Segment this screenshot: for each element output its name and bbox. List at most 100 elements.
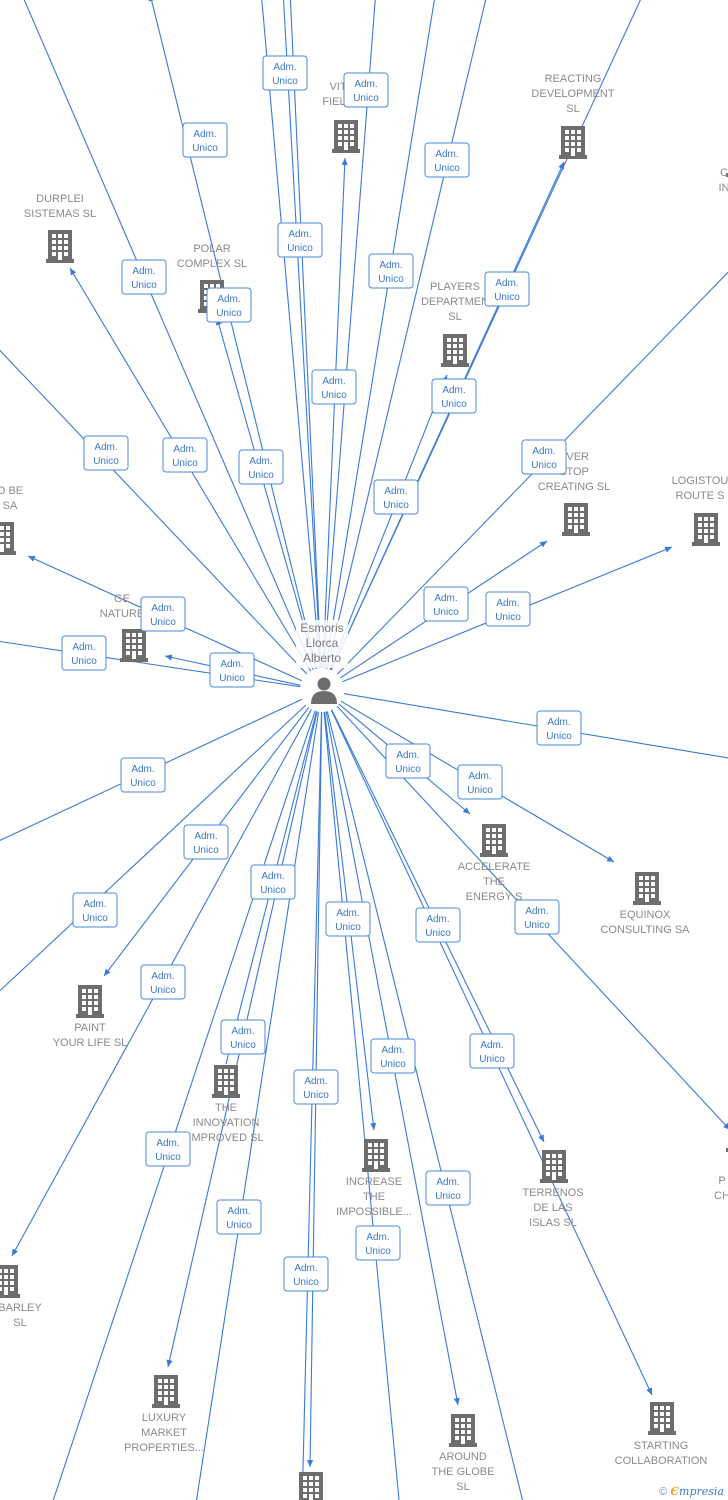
company-name-line: ENERGY S [466, 891, 523, 903]
edge-label-adm-unico[interactable]: Adm. Unico [183, 824, 229, 860]
building-icon [648, 1402, 676, 1435]
edge-label-adm-unico[interactable]: Adm.Unico [162, 437, 208, 473]
edge-label-adm-unico[interactable]: Adm.Unico [250, 864, 296, 900]
edge-label-type: Unico [216, 308, 242, 319]
edge-label-adm-unico[interactable]: Adm.Unico [120, 757, 166, 793]
company-name-line: THE [215, 1102, 237, 1114]
building-icon [540, 1150, 568, 1183]
edge-label-adm-unico[interactable]: Adm.Unico [325, 901, 371, 937]
edge-label-role: Adm. [194, 831, 217, 842]
edge-line-20 [0, 640, 301, 688]
building-icon [441, 334, 469, 367]
company-name-line: IN [719, 182, 728, 194]
edge-label-adm-unico[interactable]: Adm.Unico [469, 1033, 515, 1069]
edge-label-adm-unico[interactable]: Adm. Unico [140, 964, 186, 1000]
company-name-line: CREATING SL [538, 481, 611, 493]
edge-label-adm-unico[interactable]: Adm.Unico [293, 1069, 339, 1105]
edge-label-adm-unico[interactable]: Adm.Unico [121, 259, 167, 295]
edge-label-adm-unico[interactable]: Adm.Unico [425, 1170, 471, 1206]
edge-label-adm-unico[interactable]: Adm.Unico [370, 1038, 416, 1074]
edge-line-41 [301, 711, 323, 1500]
edge-label-adm-unico[interactable]: Adm.Unico [368, 253, 414, 289]
edge-label-adm-unico[interactable]: Adm.Unico [457, 764, 503, 800]
edge-label-adm-unico[interactable]: Adm.Unico [431, 378, 477, 414]
edge-label-adm-unico[interactable]: Adm.Unico [277, 222, 323, 258]
company-node-bottom-center[interactable] [297, 1472, 325, 1500]
edge-label-adm-unico[interactable]: Adm.Unico [72, 892, 118, 928]
edge-label-adm-unico[interactable]: Adm.Unico [521, 439, 567, 475]
edge-label-role: Adm. [532, 446, 555, 457]
edge-label-adm-unico[interactable]: Adm.Unico [209, 652, 255, 688]
edge-label-adm-unico[interactable]: Adm.Unico [355, 1225, 401, 1261]
company-node-increase[interactable]: INCREASETHEIMPOSSIBLE... [336, 1139, 412, 1218]
edge-label-adm-unico[interactable]: Adm.Unico [484, 271, 530, 307]
company-node-right-p[interactable]: PCH [714, 1119, 728, 1202]
edge-label-adm-unico[interactable]: Adm. Unico [415, 907, 461, 943]
edge-label-adm-unico[interactable]: Adm.Unico [283, 1256, 329, 1292]
edge-label-adm-unico[interactable]: Adm.Unico [311, 369, 357, 405]
company-name-line: IMPROVED SL [188, 1132, 263, 1144]
building-icon [0, 1265, 20, 1298]
edge-label-type: Unico [248, 470, 274, 481]
edge-label-adm-unico[interactable]: Adm.Unico [385, 743, 431, 779]
edge-label-adm-unico[interactable]: Adm.Unico [216, 1199, 262, 1235]
edge-label-type: Unico [193, 845, 219, 856]
edge-label-type: Unico [293, 1277, 319, 1288]
edge-line-37 [52, 710, 316, 1500]
edge-label-adm-unico[interactable]: Adm.Unico [83, 435, 129, 471]
edge-line-36 [326, 711, 524, 1500]
company-name-line: DEVELOPMENT [531, 88, 614, 100]
edge-label-type: Unico [150, 617, 176, 628]
edge-label-adm-unico[interactable]: Adm.Unico [61, 635, 107, 671]
company-name-line: IMPOSSIBLE... [336, 1206, 412, 1218]
edge-label-adm-unico[interactable]: Adm.Unico [220, 1019, 266, 1055]
company-node-luxury[interactable]: LUXURYMARKETPROPERTIES... [124, 1375, 204, 1454]
edge-label-role: Adm. [468, 771, 491, 782]
edge-label-role: Adm. [436, 1177, 459, 1188]
edge-label-adm-unico[interactable]: Adm.Unico [182, 122, 228, 158]
edge-line-9 [330, 0, 641, 671]
edge-label-type: Unico [93, 456, 119, 467]
edge-label-adm-unico[interactable]: Adm.Unico [262, 55, 308, 91]
company-node-right-top[interactable]: CIN [719, 144, 728, 194]
edge-label-adm-unico[interactable]: Adm.Unico [424, 142, 470, 178]
edge-label-adm-unico[interactable]: Adm.Unico [206, 287, 252, 323]
edge-label-role: Adm. [379, 260, 402, 271]
edge-label-type: Unico [150, 985, 176, 996]
edge-label-adm-unico[interactable]: Adm.Unico [140, 596, 186, 632]
edge-label-adm-unico[interactable]: Adm.Unico [238, 449, 284, 485]
company-name-line: GE [114, 593, 130, 605]
company-name-line: THE [483, 876, 505, 888]
edge-label-type: Unico [434, 163, 460, 174]
edge-label-role: Adm. [151, 971, 174, 982]
edge-label-type: Unico [321, 390, 347, 401]
edge-label-adm-unico[interactable]: Adm.Unico [514, 899, 560, 935]
edge-label-adm-unico[interactable]: Adm.Unico [536, 710, 582, 746]
edge-label-type: Unico [353, 93, 379, 104]
edge-label-type: Unico [425, 928, 451, 939]
edge-label-adm-unico[interactable]: Adm.Unico [145, 1131, 191, 1167]
edge-label-role: Adm. [381, 1045, 404, 1056]
edge-label-adm-unico[interactable]: Adm.Unico [485, 591, 531, 627]
edge-label-adm-unico[interactable]: Adm.Unico [343, 72, 389, 108]
edge-label-adm-unico[interactable]: Adm.Unico [423, 586, 469, 622]
edge-label-adm-unico[interactable]: Adm.Unico [373, 479, 419, 515]
edge-label-role: Adm. [426, 914, 449, 925]
